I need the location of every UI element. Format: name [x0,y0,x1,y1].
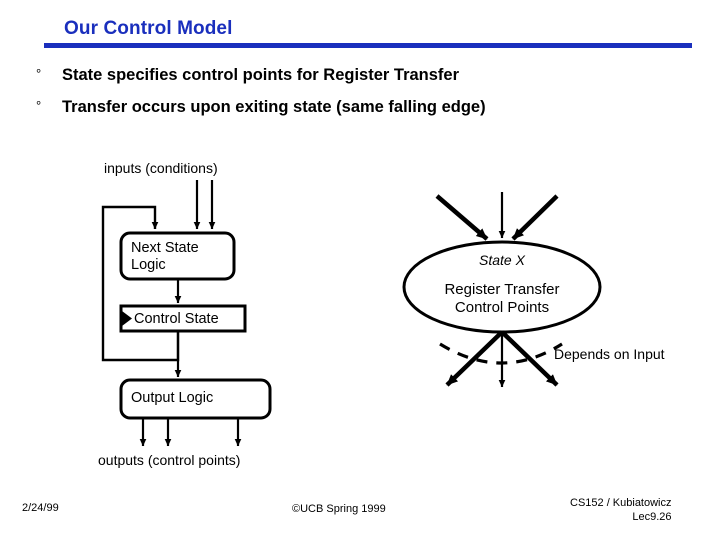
title-underline-rule [44,43,692,48]
footer-course-info: CS152 / Kubiatowicz Lec9.26 [570,496,672,524]
input-arrows [193,180,216,230]
footer-course-name: CS152 / Kubiatowicz [570,497,672,509]
state-outgoing-arrows [445,330,559,388]
state-x-title: State X [479,252,525,268]
depends-on-input-dashed-arc [439,342,563,365]
feedback-loop-path [101,205,180,362]
control-state-label: Control State [134,311,219,327]
outputs-label: outputs (control points) [98,452,241,468]
state-x-body-line1: Register Transfer [444,281,560,298]
footer-lecture-number: Lec9.26 [632,511,672,523]
output-arrows [139,418,242,447]
footer-copyright: ©UCB Spring 1999 [292,503,386,515]
bullet-text: State specifies control points for Regis… [62,66,460,84]
output-logic-label: Output Logic [131,390,214,406]
state-x-body-line2: Control Points [454,299,550,316]
bullet-marker-icon: ° [36,98,42,113]
clock-triangle-icon [122,311,132,326]
next-state-logic-line1: Next State [131,240,199,256]
depends-on-input-label: Depends on Input [554,346,665,362]
bullet-marker-icon: ° [36,66,42,81]
next-state-logic-line2: Logic [131,257,166,273]
state-incoming-arrows [435,192,559,241]
inputs-label: inputs (conditions) [104,160,218,176]
bullet-text: Transfer occurs upon exiting state (same… [62,98,486,116]
state-x-body: Register Transfer Control Points [402,281,602,317]
next-state-logic-label: Next State Logic [131,240,199,274]
footer-date: 2/24/99 [22,502,59,514]
page-title: Our Control Model [64,18,233,39]
